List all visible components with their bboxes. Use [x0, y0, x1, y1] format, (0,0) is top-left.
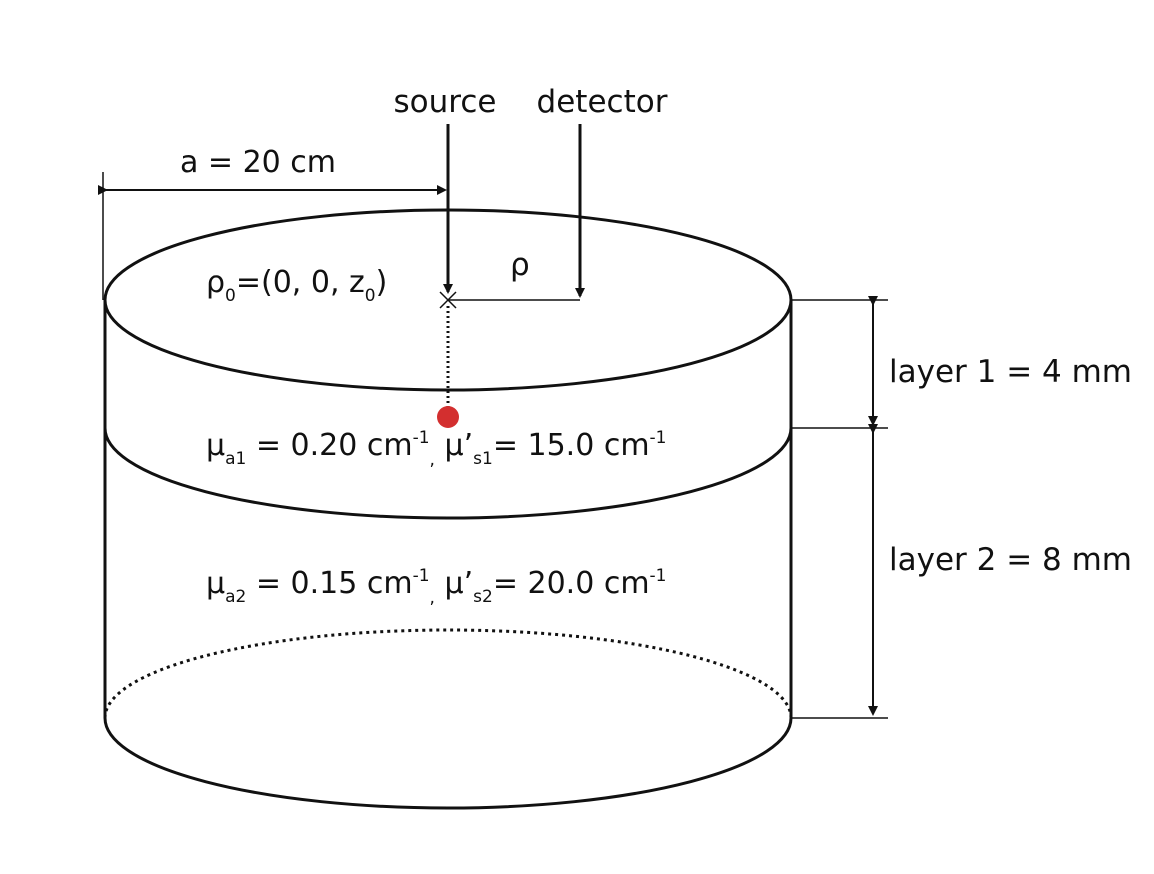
layer1-properties: μa1 = 0.20 cm-1, μ’s1= 15.0 cm-1 — [206, 428, 667, 470]
source-label: source — [394, 84, 497, 120]
layer2-mua-subscript: a2 — [225, 587, 246, 607]
rho0-coords: =(0, 0, z — [236, 265, 365, 300]
rho0-subscript: 0 — [225, 286, 236, 306]
layer1-thickness-label: layer 1 = 4 mm — [889, 354, 1132, 390]
layer2-mus-symbol: μ’ — [435, 566, 473, 601]
layer2-properties: μa2 = 0.15 cm-1, μ’s2= 20.0 cm-1 — [206, 566, 667, 608]
layer2-mus-value: = 20.0 cm — [493, 566, 650, 601]
layer2-mua-symbol: μ — [206, 566, 225, 601]
source-point — [437, 406, 459, 428]
layer2-thickness-label: layer 2 = 8 mm — [889, 542, 1132, 578]
layer2-mua-value: = 0.15 cm — [246, 566, 412, 601]
layer2-mus-superscript: -1 — [650, 566, 667, 586]
source-cross-icon — [439, 291, 457, 309]
radius-label: a = 20 cm — [180, 145, 336, 180]
layer-boundary-front — [103, 427, 793, 520]
layer2-mua-superscript: -1 — [413, 566, 430, 586]
layer1-separator: , — [430, 450, 435, 470]
layer2-separator: , — [430, 588, 435, 608]
layer1-mua-superscript: -1 — [413, 428, 430, 448]
bottom-back-arc — [103, 628, 793, 719]
rho0-label: ρ0=(0, 0, z0) — [206, 265, 387, 306]
rho0-close: ) — [376, 265, 388, 300]
layer2-mus-subscript: s2 — [473, 587, 493, 607]
bottom-front-arc — [103, 717, 793, 810]
layer1-mua-value: = 0.20 cm — [246, 428, 412, 463]
rho-label: ρ — [510, 247, 530, 283]
rho0-symbol: ρ — [206, 265, 225, 300]
layer1-mua-symbol: μ — [206, 428, 225, 463]
z0-subscript: 0 — [365, 286, 376, 306]
layer1-mus-value: = 15.0 cm — [493, 428, 650, 463]
layer1-mus-symbol: μ’ — [435, 428, 473, 463]
layer1-mua-subscript: a1 — [225, 449, 246, 469]
layer1-mus-subscript: s1 — [473, 449, 493, 469]
detector-label: detector — [537, 84, 668, 120]
layer1-mus-superscript: -1 — [650, 428, 667, 448]
